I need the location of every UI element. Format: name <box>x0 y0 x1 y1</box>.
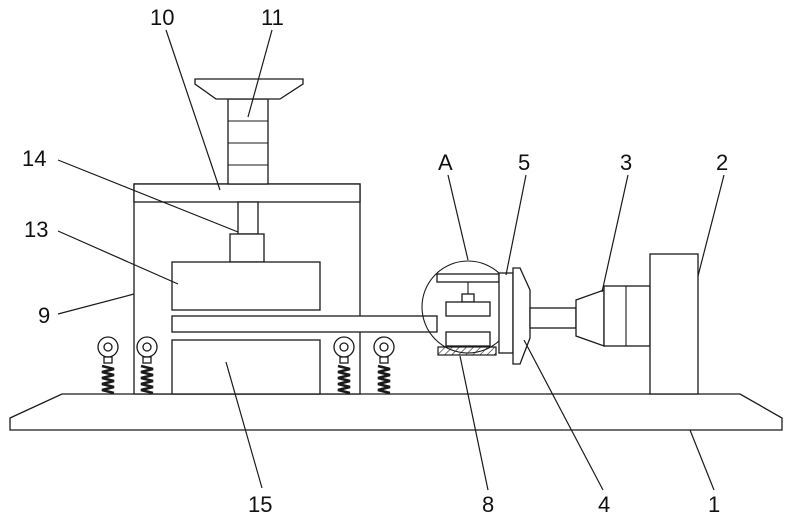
spring-wheel-1 <box>98 337 118 393</box>
label-13: 13 <box>24 217 48 242</box>
label-8: 8 <box>482 492 494 517</box>
rod-block <box>230 234 264 262</box>
piston-rod <box>238 202 258 234</box>
label-4: 4 <box>598 492 610 517</box>
shaft <box>530 308 576 328</box>
label-10: 10 <box>150 5 174 30</box>
clamp-top-plate <box>437 274 499 282</box>
vertical-plate <box>499 273 513 353</box>
column <box>228 99 268 184</box>
base-plate <box>10 394 782 430</box>
motor-body <box>604 286 650 346</box>
spring-wheel-4 <box>374 337 394 393</box>
clamp-lower-jaw <box>446 332 490 346</box>
lower-box <box>172 340 320 394</box>
hatched-pad <box>438 347 496 355</box>
top-plate <box>134 184 360 202</box>
label-15: 15 <box>248 492 272 517</box>
press-block <box>172 262 320 310</box>
label-9: 9 <box>38 303 50 328</box>
label-11: 11 <box>261 5 284 30</box>
label-1: 1 <box>708 492 720 517</box>
label-2: 2 <box>716 150 728 175</box>
hopper-top <box>195 79 303 99</box>
label-14: 14 <box>22 146 46 171</box>
coupling <box>576 290 604 346</box>
support-post <box>650 254 698 394</box>
label-5: 5 <box>518 150 530 175</box>
label-3: 3 <box>620 150 632 175</box>
clamp-upper-jaw <box>446 302 490 316</box>
mounting-flange <box>513 268 530 364</box>
slide-bar <box>172 316 437 332</box>
label-a: A <box>438 150 453 175</box>
